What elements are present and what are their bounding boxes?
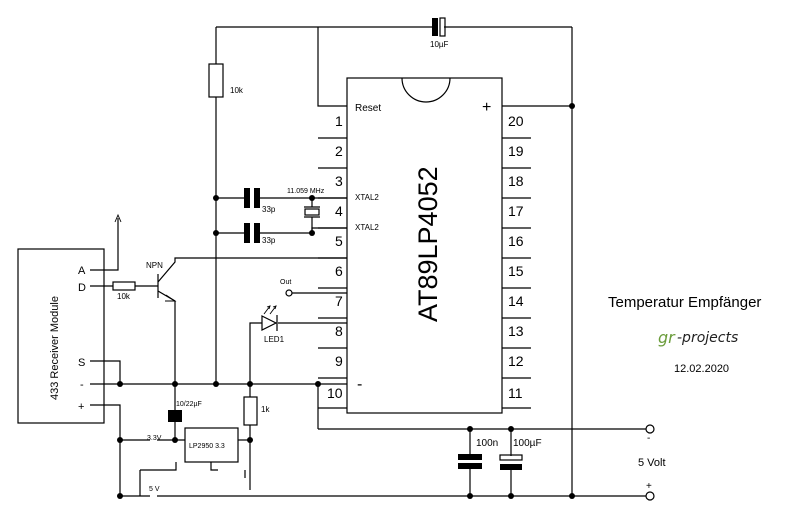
pin-3-number: 3 <box>335 173 343 189</box>
pin-13-number: 13 <box>508 323 524 339</box>
pin-9-number: 9 <box>335 353 343 369</box>
cap-10uf-label: 10µF <box>430 40 449 49</box>
reset-resistor-label: 10k <box>230 86 244 95</box>
regulator-cap-label: 10/22µF <box>176 401 202 408</box>
v33-label: 3.3V <box>147 435 162 442</box>
pin-1-number: 1 <box>335 113 343 129</box>
module-name: 433 Receiver Module <box>49 296 61 400</box>
vcc-plus-label: + <box>482 99 491 116</box>
logo-gr: gr <box>658 328 676 347</box>
out-terminal: Out <box>280 279 347 297</box>
module-pin-a: A <box>78 265 86 277</box>
cap-100n-label: 100n <box>476 438 498 449</box>
pin-15-number: 15 <box>508 263 524 279</box>
supply-caps: 100n 100µF - 5 Volt + <box>458 424 666 501</box>
microcontroller-chip: Reset + - AT89LP4052 XTAL2 XTAL2 <box>346 77 503 414</box>
pin-2-number: 2 <box>335 143 343 159</box>
junction-dots <box>117 103 575 499</box>
supply-plus-terminal[interactable] <box>645 491 655 501</box>
supply-minus-terminal[interactable] <box>645 424 655 434</box>
regulator-circuit: LP2950 3.3 3.3V 5 V <box>90 404 572 497</box>
base-resistor-label: 10k <box>117 292 131 301</box>
pin-11-number: 11 <box>508 385 523 401</box>
reset-resistor: 10k <box>208 63 244 98</box>
module-pin-minus: - <box>80 379 84 391</box>
receiver-module: 433 Receiver Module A D S - + <box>17 213 122 424</box>
pin-20-number: 20 <box>508 113 524 129</box>
pin-4-number: 4 <box>335 203 343 219</box>
pin-10-number: 10 <box>327 385 343 401</box>
pin-7-number: 7 <box>335 293 343 309</box>
crystal-circuit: 33p 33p 11.059 MHz <box>216 188 347 245</box>
pin-19-number: 19 <box>508 143 524 159</box>
crystal-label: 11.059 MHz <box>287 188 325 195</box>
capacitor-10uf-top: 10µF <box>430 17 449 49</box>
cap-100uf-label: 100µF <box>513 438 542 449</box>
cap-33p-label-2: 33p <box>262 236 276 245</box>
module-pin-s: S <box>78 357 85 369</box>
pin-5-number: 5 <box>335 233 343 249</box>
title-block: Temperatur Empfänger gr -projects 12.02.… <box>608 294 761 375</box>
xtal-label-pin5: XTAL2 <box>355 223 379 232</box>
led-circuit: LED1 1k <box>243 305 347 490</box>
transistor-label: NPN <box>146 261 163 270</box>
pin-12-number: 12 <box>508 353 524 369</box>
out-label: Out <box>280 279 291 286</box>
led-label: LED1 <box>264 335 285 344</box>
left-pin-numbers: 1 2 3 4 5 6 7 8 9 10 <box>327 113 343 401</box>
pin-6-number: 6 <box>335 263 343 279</box>
supply-plus-label: + <box>646 481 652 492</box>
project-title: Temperatur Empfänger <box>608 294 761 311</box>
cap-33p-label-1: 33p <box>262 205 276 214</box>
module-pin-plus: + <box>78 401 84 413</box>
led-resistor-label: 1k <box>261 405 270 414</box>
pin-18-number: 18 <box>508 173 524 189</box>
v5-label: 5 V <box>149 486 160 493</box>
regulator-label: LP2950 3.3 <box>189 443 225 450</box>
right-pin-lines <box>502 137 531 409</box>
gnd-minus-label: - <box>357 376 362 393</box>
ground-net: 10/22µF <box>90 360 646 440</box>
xtal-label-pin3: XTAL2 <box>355 193 379 202</box>
pin-8-number: 8 <box>335 323 343 339</box>
project-date: 12.02.2020 <box>674 363 729 375</box>
right-pin-numbers: 20 19 18 17 16 15 14 13 12 11 <box>508 113 524 401</box>
supply-voltage-label: 5 Volt <box>638 457 666 469</box>
reset-label: Reset <box>355 103 381 114</box>
pin-14-number: 14 <box>508 293 524 309</box>
top-wiring <box>215 26 573 496</box>
pin-16-number: 16 <box>508 233 524 249</box>
logo-projects: -projects <box>677 330 738 346</box>
pin-17-number: 17 <box>508 203 524 219</box>
npn-transistor: 10k NPN <box>90 257 347 384</box>
supply-minus-label: - <box>647 433 650 444</box>
module-pin-d: D <box>78 282 86 294</box>
chip-name: AT89LP4052 <box>413 166 443 322</box>
